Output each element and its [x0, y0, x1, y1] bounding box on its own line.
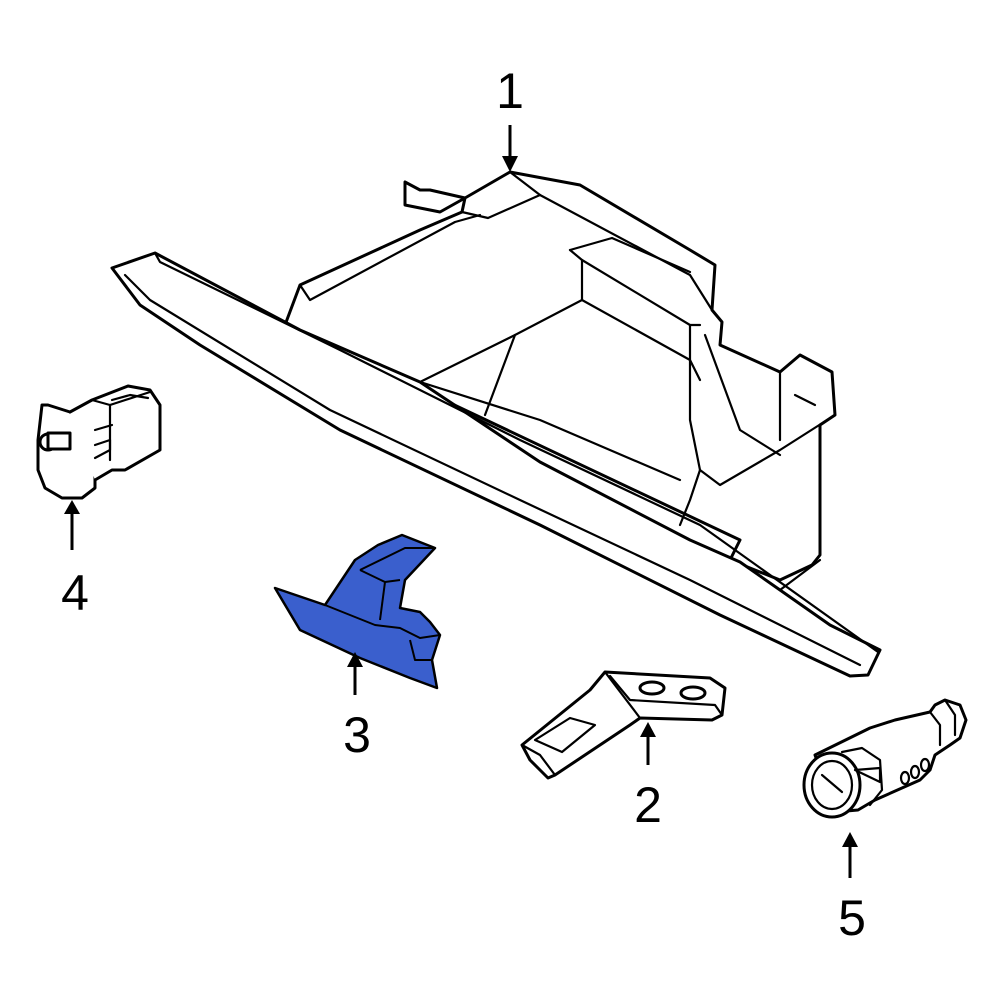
callout-3: 3 [343, 652, 371, 763]
glove-box-part[interactable] [110, 170, 882, 678]
callout-1-arrowhead [502, 156, 518, 172]
callout-3-arrowhead [347, 652, 363, 667]
callout-2-arrowhead [640, 722, 656, 737]
callout-2: 2 [634, 722, 662, 833]
callout-4: 4 [61, 500, 89, 621]
callout-number-2: 2 [634, 777, 662, 833]
callout-number-1: 1 [496, 63, 524, 119]
callout-4-arrowhead [64, 500, 80, 514]
latch-part-highlighted[interactable] [273, 533, 442, 690]
callout-1: 1 [496, 63, 524, 172]
callout-number-4: 4 [61, 565, 89, 621]
bumper-part[interactable] [36, 384, 162, 500]
callout-5-arrowhead [842, 832, 858, 847]
callout-number-3: 3 [343, 707, 371, 763]
bracket-part[interactable] [520, 670, 727, 780]
lock-cylinder-part[interactable] [802, 698, 968, 819]
callout-5: 5 [838, 832, 866, 946]
callout-number-5: 5 [838, 890, 866, 946]
